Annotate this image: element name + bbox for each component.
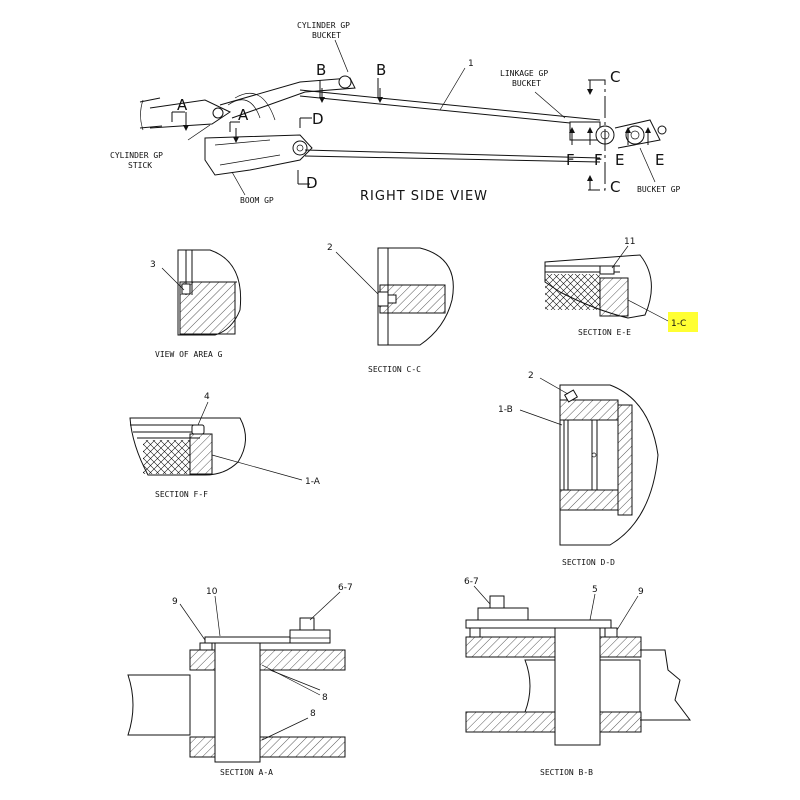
section-b-b-title: SECTION B-B bbox=[540, 768, 593, 777]
section-a-a-title: SECTION A-A bbox=[220, 768, 273, 777]
section-a-a-callout-8-lower: 8 bbox=[310, 709, 316, 719]
cylinder-gp-stick-sub-label: STICK bbox=[128, 161, 152, 170]
section-line-d bbox=[297, 117, 312, 185]
bucket-gp-label: BUCKET GP bbox=[637, 185, 681, 194]
section-f-f-callout-4: 4 bbox=[204, 392, 210, 402]
section-d-d-title: SECTION D-D bbox=[562, 558, 615, 567]
linkage-gp-label: LINKAGE GP bbox=[500, 69, 548, 78]
section-c-c-callout-2: 2 bbox=[327, 243, 333, 253]
cylinder-gp-stick-label: CYLINDER GP bbox=[110, 151, 163, 160]
section-letter-d-top: D bbox=[312, 110, 324, 128]
cylinder-gp-bucket-sub-label: BUCKET bbox=[312, 31, 341, 40]
section-letter-d-bottom: D bbox=[306, 174, 318, 192]
section-letter-e-left: E bbox=[615, 151, 624, 169]
section-letter-c-top: C bbox=[610, 68, 620, 86]
section-line-e-f bbox=[569, 127, 651, 145]
section-c-c: 2 SECTION C-C bbox=[327, 243, 454, 374]
section-letter-a-left: A bbox=[177, 96, 188, 114]
section-b-b-callout-5: 5 bbox=[592, 585, 598, 595]
area-g-callout-3: 3 bbox=[150, 260, 156, 270]
section-letter-c-bottom: C bbox=[610, 178, 620, 196]
section-c-c-title: SECTION C-C bbox=[368, 365, 421, 374]
section-letter-e-right: E bbox=[655, 151, 664, 169]
section-a-a-callout-8-upper: 8 bbox=[322, 693, 328, 703]
section-a-a-callout-10: 10 bbox=[206, 587, 218, 597]
section-f-f: 4 1-A SECTION F-F bbox=[129, 392, 321, 499]
section-b-b-callout-6-7: 6-7 bbox=[464, 577, 479, 587]
section-letter-f-left: F bbox=[566, 151, 575, 169]
section-e-e-callout-1-c: 1-C bbox=[671, 319, 686, 329]
section-f-f-callout-1-a: 1-A bbox=[305, 477, 321, 487]
area-g-title: VIEW OF AREA G bbox=[155, 350, 223, 359]
item-1-callout: 1 bbox=[468, 59, 474, 69]
section-b-b-callout-9: 9 bbox=[638, 587, 644, 597]
section-d-d: 2 1-B SECTION D-D bbox=[498, 371, 659, 567]
section-e-e-title: SECTION E-E bbox=[578, 328, 631, 337]
highlight-1-c bbox=[668, 312, 698, 332]
section-a-a-callout-9: 9 bbox=[172, 597, 178, 607]
section-letter-f-right: F bbox=[594, 151, 603, 169]
section-letter-b-left: B bbox=[316, 61, 326, 79]
section-line-b bbox=[319, 78, 383, 103]
section-f-f-title: SECTION F-F bbox=[155, 490, 208, 499]
linkage-gp-sub-label: BUCKET bbox=[512, 79, 541, 88]
section-a-a: 9 10 6-7 8 8 SECTION A-A bbox=[127, 583, 353, 777]
section-d-d-callout-2: 2 bbox=[528, 371, 534, 381]
section-letter-a-right: A bbox=[238, 106, 249, 124]
view-of-area-g: 3 VIEW OF AREA G bbox=[150, 249, 242, 359]
section-e-e-callout-11: 11 bbox=[624, 237, 635, 247]
boom-gp-label: BOOM GP bbox=[240, 196, 274, 205]
cylinder-gp-bucket-label: CYLINDER GP bbox=[297, 21, 350, 30]
section-letter-b-right: B bbox=[376, 61, 386, 79]
section-a-a-callout-6-7: 6-7 bbox=[338, 583, 353, 593]
section-b-b: 6-7 5 9 SECTION B-B bbox=[464, 577, 691, 777]
section-e-e: 11 1-C SECTION E-E bbox=[544, 237, 698, 337]
section-line-c bbox=[587, 79, 606, 191]
section-d-d-callout-1-b: 1-B bbox=[498, 405, 513, 415]
right-side-view: CYLINDER GP BUCKET CYLINDER GP STICK BOO… bbox=[110, 21, 681, 205]
section-line-a bbox=[171, 111, 240, 143]
right-side-view-title: RIGHT SIDE VIEW bbox=[360, 189, 488, 204]
